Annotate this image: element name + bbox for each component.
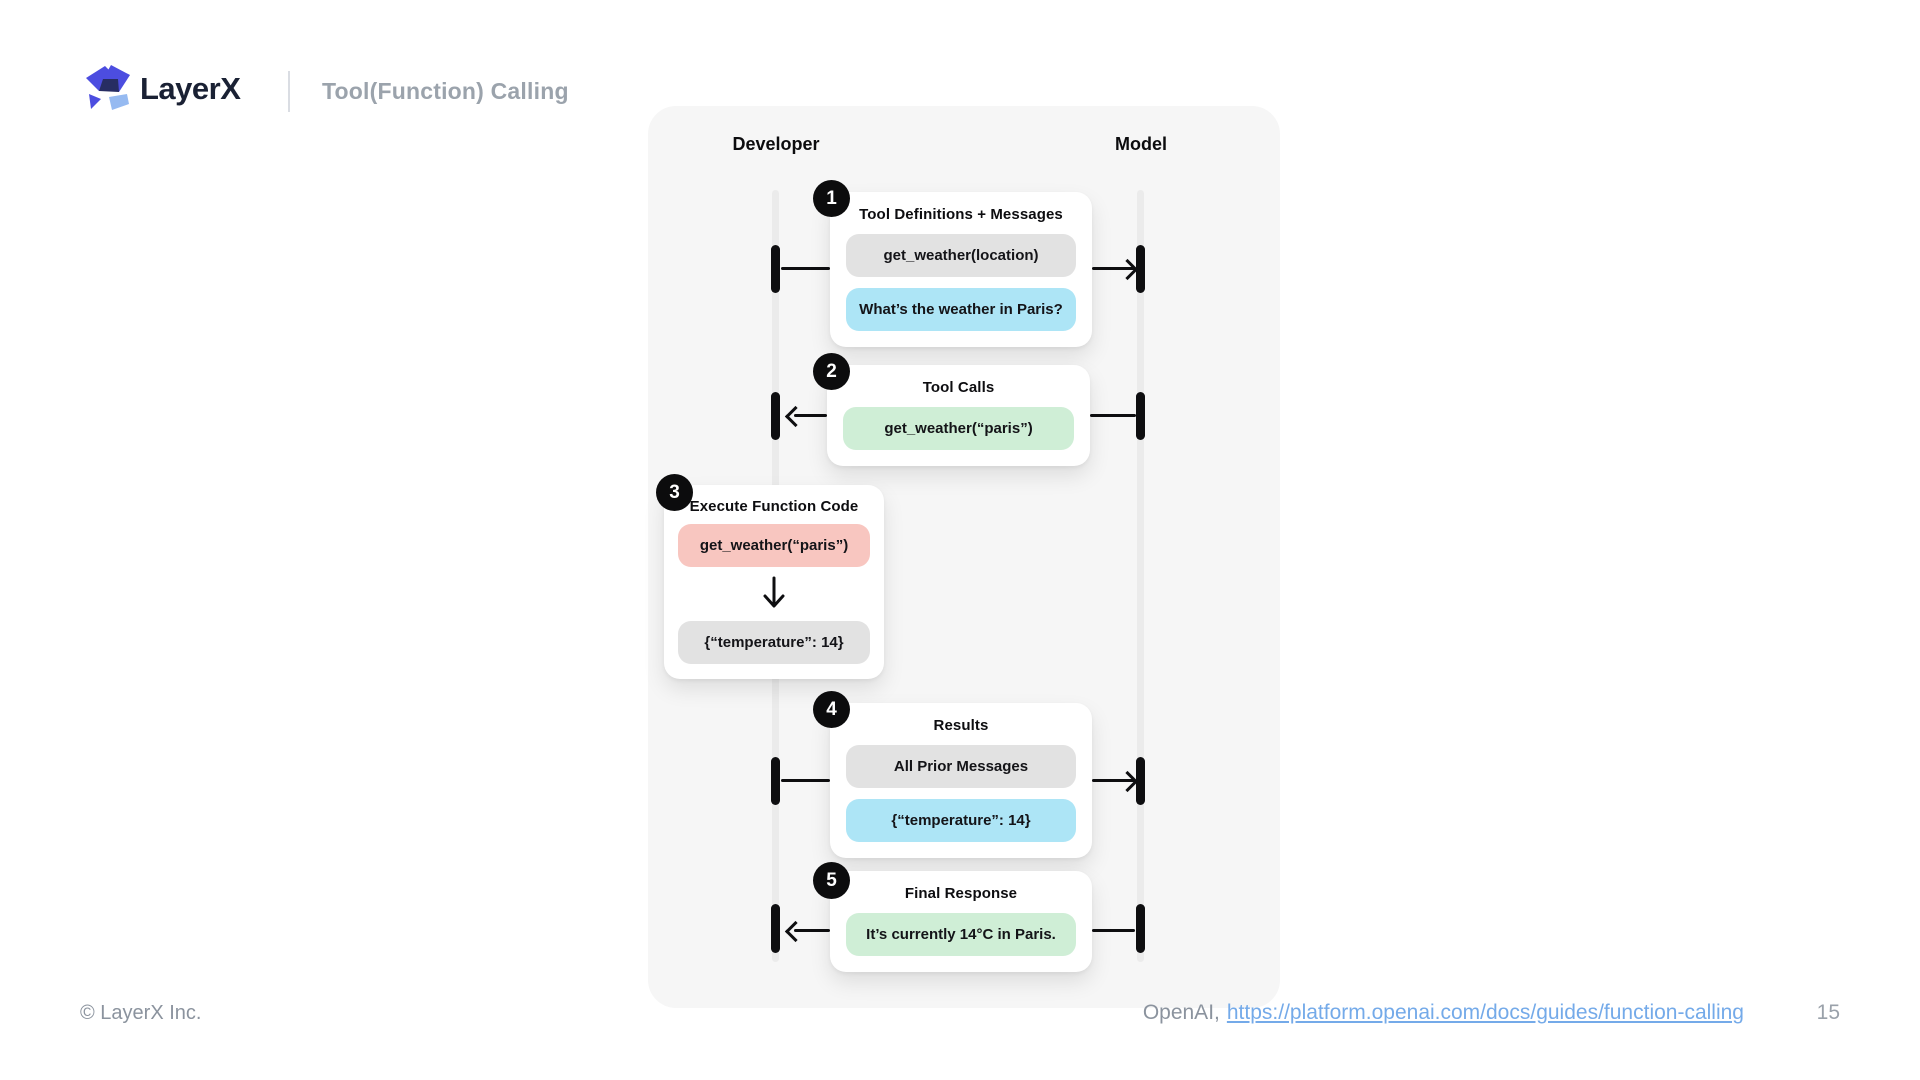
model-activation-bar (1136, 392, 1145, 440)
layerx-wordmark: LayerX (140, 71, 241, 106)
step-number-badge: 5 (813, 862, 850, 899)
step5-connector-line (794, 929, 830, 932)
step1-connector-line (1092, 267, 1135, 270)
step-number-badge: 2 (813, 353, 850, 390)
pill-result-payload: {“temperature”: 14} (846, 799, 1076, 842)
down-arrow-icon (761, 576, 787, 612)
copyright-text: © LayerX Inc. (80, 1002, 202, 1024)
actor-model: Model (1115, 134, 1167, 154)
step-card-execute-function: Execute Function Code get_weather(“paris… (664, 485, 884, 679)
step-card-tool-calls: Tool Calls get_weather(“paris”) (827, 365, 1090, 466)
pill-prior-messages: All Prior Messages (846, 745, 1076, 788)
step-title: Tool Definitions + Messages (859, 206, 1063, 223)
developer-activation-bar (771, 245, 780, 293)
model-activation-bar (1136, 757, 1145, 805)
step5-connector-line (1092, 929, 1135, 932)
step-card-tool-definitions: Tool Definitions + Messages get_weather(… (830, 192, 1092, 347)
pill-function-result: {“temperature”: 14} (678, 621, 870, 664)
step-card-results: Results All Prior Messages {“temperature… (830, 703, 1092, 858)
pill-user-message: What’s the weather in Paris? (846, 288, 1076, 331)
step-title: Tool Calls (922, 379, 995, 396)
source-attribution: OpenAI, https://platform.openai.com/docs/… (1143, 1001, 1744, 1025)
step2-connector-line (794, 414, 827, 417)
step-number-badge: 3 (656, 474, 693, 511)
developer-activation-bar (771, 904, 780, 953)
pill-tool-call: get_weather(“paris”) (843, 407, 1074, 450)
step-card-final-response: Final Response It’s currently 14°C in Pa… (830, 871, 1092, 972)
page-title: Tool(Function) Calling (322, 78, 569, 104)
step4-connector-line (781, 779, 830, 782)
step1-connector-line (781, 267, 830, 270)
pill-function-call: get_weather(“paris”) (678, 524, 870, 567)
developer-activation-bar (771, 392, 780, 440)
step4-right-arrow-icon (1116, 770, 1139, 793)
source-prefix: OpenAI, (1142, 1001, 1220, 1024)
step-title: Execute Function Code (689, 498, 859, 515)
diagram-panel: Developer Model Tool Definitions + Messa… (648, 106, 1280, 1008)
developer-activation-bar (771, 757, 780, 805)
step-number-badge: 1 (813, 180, 850, 217)
actor-developer: Developer (732, 134, 820, 154)
layerx-logo-icon (86, 65, 130, 110)
page-number: 15 (1816, 1001, 1840, 1024)
step1-right-arrow-icon (1116, 258, 1139, 281)
model-activation-bar (1136, 245, 1145, 293)
pill-tool-definition: get_weather(location) (846, 234, 1076, 277)
step2-connector-line (1090, 414, 1136, 417)
step4-connector-line (1092, 779, 1135, 782)
model-activation-bar (1136, 904, 1145, 953)
source-link[interactable]: https://platform.openai.com/docs/guides/… (1226, 1001, 1744, 1024)
step-title: Final Response (904, 885, 1018, 902)
model-lifeline (1137, 190, 1144, 962)
step-title: Results (933, 717, 989, 734)
pill-final-answer: It’s currently 14°C in Paris. (846, 913, 1076, 956)
step-number-badge: 4 (813, 691, 850, 728)
header-divider (288, 71, 290, 112)
